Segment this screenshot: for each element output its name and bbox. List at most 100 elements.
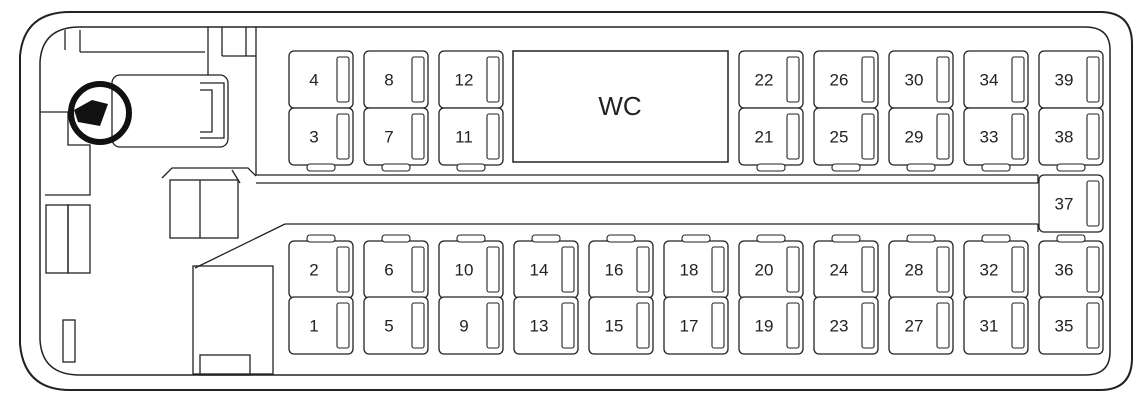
seat[interactable]: 29: [888, 107, 954, 172]
seat-armrest: [756, 234, 786, 243]
seat-backrest: [336, 246, 350, 293]
seat[interactable]: 39: [1038, 50, 1104, 109]
seat[interactable]: 2: [288, 234, 354, 299]
seat-armrest: [1056, 234, 1086, 243]
seat[interactable]: 10: [438, 234, 504, 299]
seat[interactable]: 8: [363, 50, 429, 109]
seat[interactable]: 20: [738, 234, 804, 299]
seat[interactable]: 1: [288, 296, 354, 355]
bus-outer-shell: [19, 11, 1133, 391]
seat-backrest: [336, 56, 350, 103]
seat[interactable]: 24: [813, 234, 879, 299]
seat-armrest: [456, 234, 486, 243]
seat-number: 20: [755, 261, 774, 280]
seat-backrest: [636, 302, 650, 349]
seat-armrest: [981, 163, 1011, 172]
seat-armrest: [381, 163, 411, 172]
seat-number: 35: [1055, 317, 1074, 336]
seat-number: 19: [755, 317, 774, 336]
seat[interactable]: 26: [813, 50, 879, 109]
seat-backrest: [936, 246, 950, 293]
seat-number: 9: [459, 317, 468, 336]
seat-armrest: [906, 163, 936, 172]
seat[interactable]: 31: [963, 296, 1029, 355]
seat[interactable]: 37: [1038, 174, 1104, 233]
seat[interactable]: 34: [963, 50, 1029, 109]
seat[interactable]: 30: [888, 50, 954, 109]
seat-number: 30: [905, 71, 924, 90]
driver-area: [40, 27, 1039, 376]
seat[interactable]: 9: [438, 296, 504, 355]
seat[interactable]: 7: [363, 107, 429, 172]
seat-number: 11: [455, 128, 473, 147]
seat[interactable]: 23: [813, 296, 879, 355]
seat[interactable]: 15: [588, 296, 654, 355]
seat-body: [363, 50, 429, 109]
seat[interactable]: 17: [663, 296, 729, 355]
seat[interactable]: 3: [288, 107, 354, 172]
seat-backrest: [561, 246, 575, 293]
seat[interactable]: 25: [813, 107, 879, 172]
seat[interactable]: 18: [663, 234, 729, 299]
seat[interactable]: 36: [1038, 234, 1104, 299]
seat-number: 32: [980, 261, 999, 280]
seat-body: [288, 240, 354, 299]
seat[interactable]: 16: [588, 234, 654, 299]
seat[interactable]: 38: [1038, 107, 1104, 172]
seat[interactable]: 21: [738, 107, 804, 172]
seat[interactable]: 19: [738, 296, 804, 355]
seat-backrest: [1011, 246, 1025, 293]
seat[interactable]: 33: [963, 107, 1029, 172]
seat-number: 27: [905, 317, 924, 336]
seat-backrest: [336, 302, 350, 349]
seat-armrest: [906, 234, 936, 243]
seat[interactable]: 13: [513, 296, 579, 355]
bus-inner-wall: [39, 26, 1111, 376]
seat-backrest: [561, 302, 575, 349]
seat-body: [363, 240, 429, 299]
seat[interactable]: 11: [438, 107, 504, 172]
seat-backrest: [411, 302, 425, 349]
seat-number: 14: [530, 261, 549, 280]
seat-armrest: [381, 234, 411, 243]
seat[interactable]: 4: [288, 50, 354, 109]
seat-armrest: [831, 163, 861, 172]
seat-number: 12: [455, 71, 474, 90]
seat[interactable]: 35: [1038, 296, 1104, 355]
seat-body: [288, 50, 354, 109]
seat-number: 8: [384, 71, 393, 90]
seat-body: [363, 296, 429, 355]
seat-armrest: [306, 234, 336, 243]
seat-number: 18: [680, 261, 699, 280]
seat-number: 34: [980, 71, 999, 90]
seat[interactable]: 22: [738, 50, 804, 109]
seat-armrest: [1056, 163, 1086, 172]
steering-wheel-icon: [68, 81, 132, 145]
seat-backrest: [936, 56, 950, 103]
seat-number: 25: [830, 128, 849, 147]
seat-number: 6: [384, 261, 393, 280]
seat[interactable]: 5: [363, 296, 429, 355]
seat-armrest: [606, 234, 636, 243]
seat-backrest: [486, 302, 500, 349]
seat[interactable]: 28: [888, 234, 954, 299]
seat[interactable]: 32: [963, 234, 1029, 299]
seat-body: [288, 107, 354, 166]
seat-backrest: [1086, 246, 1100, 293]
seat-body: [363, 107, 429, 166]
seat-backrest: [336, 113, 350, 160]
seat[interactable]: 14: [513, 234, 579, 299]
seat[interactable]: 27: [888, 296, 954, 355]
seat[interactable]: 6: [363, 234, 429, 299]
seat-backrest: [786, 302, 800, 349]
wc-room: WC: [512, 50, 729, 163]
seat-armrest: [981, 234, 1011, 243]
wc-label: WC: [598, 91, 641, 121]
seat-body: [438, 296, 504, 355]
seat-number: 37: [1055, 195, 1074, 214]
seat-backrest: [411, 56, 425, 103]
seat-backrest: [1086, 302, 1100, 349]
seat[interactable]: 12: [438, 50, 504, 109]
